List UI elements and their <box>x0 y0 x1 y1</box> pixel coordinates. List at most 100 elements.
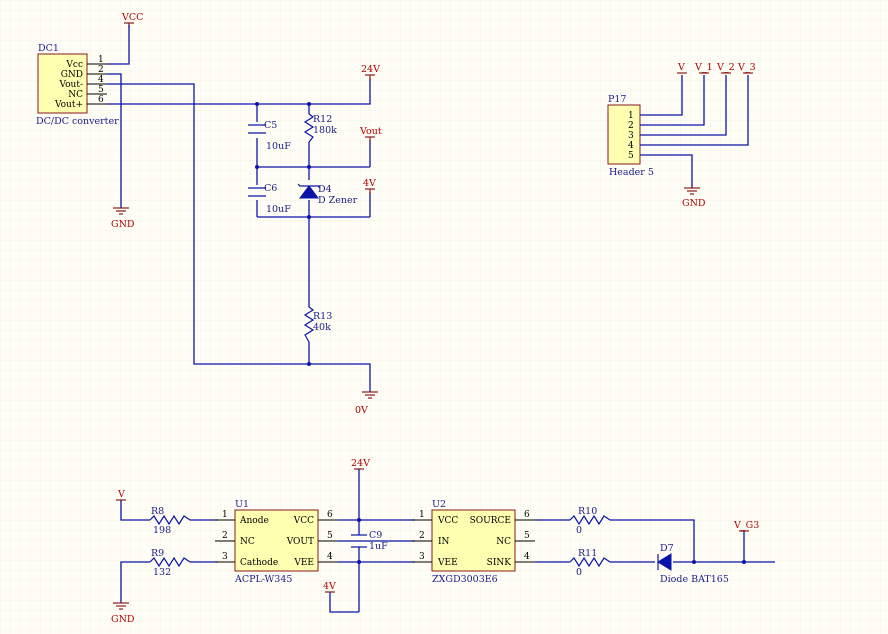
u2-pin-label: SINK <box>487 558 512 568</box>
gnd-label: GND <box>111 219 135 230</box>
u2-pin-number: 4 <box>524 552 530 562</box>
gnd-header-label: GND <box>682 198 706 209</box>
24v-label: 24V <box>361 64 380 75</box>
u1-name: ACPL-W345 <box>234 574 292 585</box>
p17-pin-number: 5 <box>628 151 634 161</box>
p17-name: Header 5 <box>609 167 654 178</box>
u1-pin-number: 4 <box>327 552 333 562</box>
r12-designator: R12 <box>313 114 332 125</box>
r9-designator: R9 <box>151 548 164 559</box>
24v-bottom-port: 24V <box>351 458 370 470</box>
u1-pin-number: 5 <box>327 531 333 541</box>
vcc-label: VCC <box>121 12 143 23</box>
p17-pin-number: 1 <box>628 111 634 121</box>
driver-link-wires <box>329 469 415 613</box>
v-input-port: V <box>116 489 126 501</box>
r12-value: 180k <box>313 125 337 136</box>
c5-capacitor[interactable]: C5 10uF <box>248 120 291 152</box>
24v-bottom-label: 24V <box>351 458 370 469</box>
dc1-pin-label: Vcc <box>65 60 83 70</box>
r8-resistor[interactable]: R8 198 <box>149 506 191 536</box>
24v-power-port: 24V <box>361 64 380 80</box>
net-label-v2: V_2 <box>716 62 735 73</box>
r9-value: 132 <box>153 567 171 578</box>
u2-pin-label: NC <box>496 537 511 547</box>
r12-resistor[interactable]: R12 180k <box>303 113 337 143</box>
u2-gate-driver[interactable]: U2 ZXGD3003E6 VCC IN VEE SOURCE NC SINK … <box>412 499 535 585</box>
u1-pin-label: VOUT <box>286 537 314 547</box>
junction-dots <box>255 102 311 366</box>
vout-label: Vout <box>359 126 382 137</box>
d4-value: D Zener <box>318 195 358 206</box>
d4-designator: D4 <box>318 184 332 195</box>
r10-resistor[interactable]: R10 0 <box>569 506 611 536</box>
u2-pin-label: VCC <box>437 516 458 526</box>
dc1-pin-number: 5 <box>98 85 104 95</box>
c9-designator: C9 <box>369 530 382 541</box>
dc1-designator: DC1 <box>38 43 59 54</box>
junction-dots <box>692 560 746 564</box>
r8-designator: R8 <box>151 506 164 517</box>
0v-label: 0V <box>355 405 368 416</box>
output-wires <box>535 519 775 563</box>
u1-pin-label: VEE <box>293 558 314 568</box>
r10-value: 0 <box>576 525 582 536</box>
c5-designator: C5 <box>264 120 277 131</box>
dc1-pin-number: 1 <box>98 55 104 65</box>
d7-diode[interactable]: D7 Diode BAT165 <box>657 543 729 585</box>
u1-pin-number: 1 <box>222 510 228 520</box>
dc1-pin-label: Vout+ <box>54 100 83 110</box>
c9-value: 1uF <box>369 541 388 552</box>
dc1-pin-number: 4 <box>98 75 104 85</box>
ground-symbol: GND <box>111 207 135 230</box>
ground-symbol: GND <box>111 602 135 625</box>
cap-column-wires <box>256 104 371 218</box>
p17-pin-number: 2 <box>628 121 634 131</box>
u2-pin-label: VEE <box>437 558 458 568</box>
p17-pin-number: 3 <box>628 131 634 141</box>
c6-capacitor[interactable]: C6 10uF <box>248 183 291 215</box>
u2-pin-label: SOURCE <box>470 516 511 526</box>
u2-pin-label: IN <box>438 537 450 547</box>
r8-value: 198 <box>153 525 171 536</box>
c5-value: 10uF <box>266 141 291 152</box>
u1-designator: U1 <box>235 499 249 510</box>
dc1-name: DC/DC converter <box>36 116 119 127</box>
u1-pin-label: Cathode <box>240 558 278 568</box>
u1-pin-number: 6 <box>327 510 333 520</box>
u1-pin-label: Anode <box>239 516 269 526</box>
net-label-v3: V_3 <box>737 62 756 73</box>
r13-resistor[interactable]: R13 40k <box>303 306 332 343</box>
d4-zener-diode[interactable]: D4 D Zener <box>297 183 358 206</box>
v-g3-net-port: V_G3 <box>733 520 759 532</box>
dc1-pin-label: GND <box>61 70 83 80</box>
c9-capacitor[interactable]: C9 1uF <box>351 530 388 552</box>
p17-header[interactable]: P17 Header 5 1 2 3 4 5 <box>607 94 654 178</box>
4v-label: 4V <box>363 178 376 189</box>
dc1-pin-label: NC <box>68 90 83 100</box>
ground-symbol: GND <box>682 187 706 209</box>
u2-designator: U2 <box>432 499 446 510</box>
p17-net-ports: V V_1 V_2 V_3 <box>677 62 756 74</box>
dc1-converter[interactable]: DC1 DC/DC converter Vcc GND Vout- NC Vou… <box>36 43 119 127</box>
r9-resistor[interactable]: R9 132 <box>149 548 191 578</box>
u2-name: ZXGD3003E6 <box>432 574 498 585</box>
u1-pin-label: VCC <box>293 516 314 526</box>
dc1-wires <box>107 25 371 392</box>
net-label-v1: V_1 <box>694 62 713 73</box>
u2-pin-number: 5 <box>524 531 530 541</box>
u1-pin-number: 2 <box>222 531 228 541</box>
r11-resistor[interactable]: R11 0 <box>569 548 611 578</box>
v-g3-label: V_G3 <box>733 520 759 531</box>
c6-designator: C6 <box>264 183 277 194</box>
u2-pin-number: 3 <box>419 552 425 562</box>
p17-wires <box>640 75 749 188</box>
4v-bottom-port: 4V <box>323 581 336 593</box>
net-label-v: V <box>677 62 685 73</box>
p17-designator: P17 <box>608 94 626 105</box>
r13-designator: R13 <box>313 311 332 322</box>
dc1-pin-label: Vout- <box>58 80 83 90</box>
r10-designator: R10 <box>578 506 597 517</box>
u1-optocoupler[interactable]: U1 ACPL-W345 Anode NC Cathode VCC VOUT V… <box>215 499 338 585</box>
